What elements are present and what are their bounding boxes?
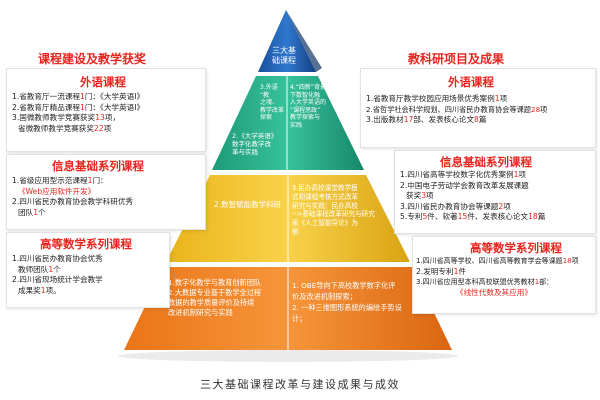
list-item: 1.省教育厅一流课程1门：《大学英语I》 [12,92,145,101]
pyramid-top-label: 三大基 础课程 [272,46,296,65]
left-info-list: 1.省级应用型示范课程1门： 《Web应用软件开发》 2.四川省民办教育协会教学… [12,176,133,218]
list-item: 3.出版教材17部、发表核心论文8篇 [366,115,487,124]
pyramid-tier2-right-text: 4.“四新”背景 下数智化融 入大学英语的 “课程思政” 教学探索与 实践 [290,84,327,129]
list-item: 1.省级应用型示范课程1门： [12,176,108,185]
list-item: 1.省教育厅教学校园应用场景优秀案例1项 [366,94,508,103]
pyramid-tier2-left-text: 3.外语 “教 之魂、 教学改革 探索 [260,84,285,121]
list-item: 获奖3项 [406,191,434,200]
list-item: 2.四川省现场统计学会教学 [12,275,103,284]
right-foreign-list: 1.省教育厅教学校园应用场景优秀案例1项 2.省哲学社会科学规划、四川省民办教育… [366,94,547,126]
pyramid-tier3-left-text: 2.数智赋能教学科研 [214,200,282,209]
list-item: 成果奖1项。 [18,285,61,295]
left-foreign-list: 1.省教育厅一流课程1门：《大学英语I》 2.省教育厅精品课程1门：《大学英语I… [12,92,144,134]
list-item: 2.省教育厅精品课程1门：《大学英语I》 [12,102,145,112]
figure-caption: 三大基础课程改革与建设成果与成效 [200,378,400,391]
list-item: 3.四川省民办教育协会等课题2项 [400,201,511,211]
left-foreign-title: 外语课程 [80,75,126,89]
pyramid-tier-2 [212,76,364,170]
left-math-list: 1.四川省民办教育协会优秀 教师团队1个 2.四川省现场统计学会教学 成果奖1项… [12,254,103,296]
list-item: 1.四川省民办教育协会优秀 [12,254,103,263]
list-item: 教师团队1个 [18,264,61,274]
list-item: 《线性代数及其应用》 [456,287,532,297]
left-math-panel [6,232,170,308]
right-info-list: 1.四川省高等学校数字化优秀案例1项 2.中国电子劳动学会教育改革发展课题 获奖… [400,170,545,223]
pyramid-tier-top [258,10,316,72]
right-foreign-panel [360,68,596,148]
pyramid-tier3-right-text: 3.民办高校课堂教学模 式和课程考核方式改革 研究与实践：民办高校 -->基础课… [292,184,375,236]
right-math-title: 高等数学系列课程 [470,241,562,255]
right-info-panel [394,150,596,234]
right-math-list: 1.四川省高等学校、四川省高等教育学会等课题18项 2.发明专利1件 3.四川省… [416,256,579,298]
list-item: 3.四川省应用型本科高校联盟优秀教材1部： [416,278,554,286]
left-foreign-panel [6,68,206,152]
list-item: 2.发明专利1件 [416,266,467,276]
left-math-title: 高等数学系列课程 [40,237,132,251]
list-item: 5.专利5件、软著15件、发表核心论文18篇 [400,212,546,221]
right-section-title: 教科研项目及成果 [408,52,505,66]
list-item: 2.省哲学社会科学规划、四川省民办教育协会等课题28项 [366,104,548,114]
list-item: 《Web应用软件开发》 [18,186,96,196]
left-info-title: 信息基础系列课程 [52,159,144,173]
list-item: 团队1个 [18,207,46,217]
list-item: 2.四川省民办教育协会教学科研优秀 [12,197,134,206]
right-info-title: 信息基础系列课程 [440,155,532,169]
left-section-title: 课程建设及教学获奖 [38,52,147,66]
right-math-panel [412,236,596,314]
list-item: 1.四川省高等学校数字化优秀案例1项 [400,170,526,179]
left-info-panel [6,154,206,230]
list-item: 1.四川省高等学校、四川省高等教育学会等课题18项 [416,257,579,265]
pyramid-tier4-left-text: 1.数字化教学与教育创新团队 2.大数据专业基于教学全过程 数据的教学质量评价及… [168,278,262,317]
right-foreign-title: 外语课程 [448,75,494,89]
list-item: 3.国微教师教学竞赛获奖13项， [12,113,121,122]
pyramid-tier4-right-text: 1. OBE导向下高校教学数字化评 价及改进机制探索； 2. 一种三维图形系统的… [292,281,402,323]
pyramid-tier2-mid-text: 2.《大学英语》 数字化教学改 革与实践 [232,132,278,156]
list-item: 2.中国电子劳动学会教育改革发展课题 [400,180,529,190]
list-item: 省微教师教学竞赛获奖22项 [18,123,112,133]
